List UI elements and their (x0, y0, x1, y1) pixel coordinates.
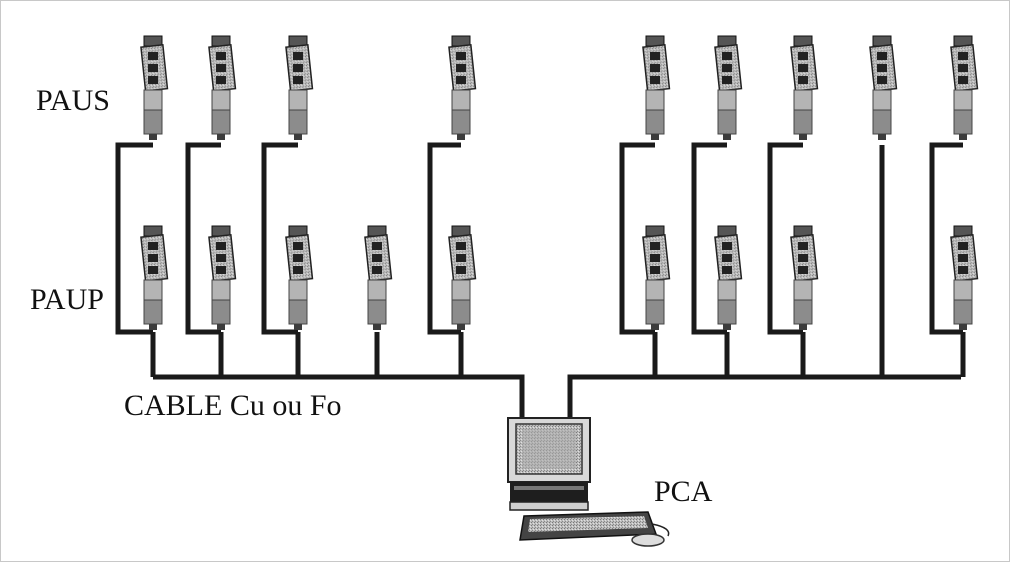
paup-device-icon (790, 225, 819, 330)
paup-device-icon (950, 225, 979, 330)
cable-segment (427, 142, 461, 335)
paup-label: PAUP (30, 283, 104, 316)
cable-segment (115, 142, 153, 335)
paup-device-icon (714, 225, 743, 330)
paus-device-icon (714, 35, 743, 140)
cable-label: CABLE Cu ou Fo (124, 389, 342, 422)
paup-device-icon (208, 225, 237, 330)
cable-segment (691, 142, 727, 335)
cable-segment (619, 142, 655, 335)
cable-segment (929, 142, 963, 335)
paus-device-icon (285, 35, 314, 140)
pca-label: PCA (654, 475, 713, 508)
paup-device-icon (140, 225, 169, 330)
paus-device-icon (950, 35, 979, 140)
paus-label: PAUS (36, 84, 110, 117)
cable-segment (261, 142, 298, 335)
terminal-devices (140, 35, 979, 330)
paup-device-icon (448, 225, 477, 330)
paup-device-icon (285, 225, 314, 330)
paup-device-icon (364, 225, 393, 330)
paus-device-icon (448, 35, 477, 140)
cable-segment (767, 142, 803, 335)
cable-segment (185, 142, 221, 335)
paus-device-icon (140, 35, 169, 140)
paus-device-icon (790, 35, 819, 140)
paus-device-icon (869, 35, 898, 140)
cable-network (115, 142, 966, 418)
paus-device-icon (642, 35, 671, 140)
pca-computer-icon (507, 417, 670, 547)
paus-device-icon (208, 35, 237, 140)
cable-segment (153, 374, 525, 418)
paup-device-icon (642, 225, 671, 330)
cable-segment (567, 374, 961, 418)
